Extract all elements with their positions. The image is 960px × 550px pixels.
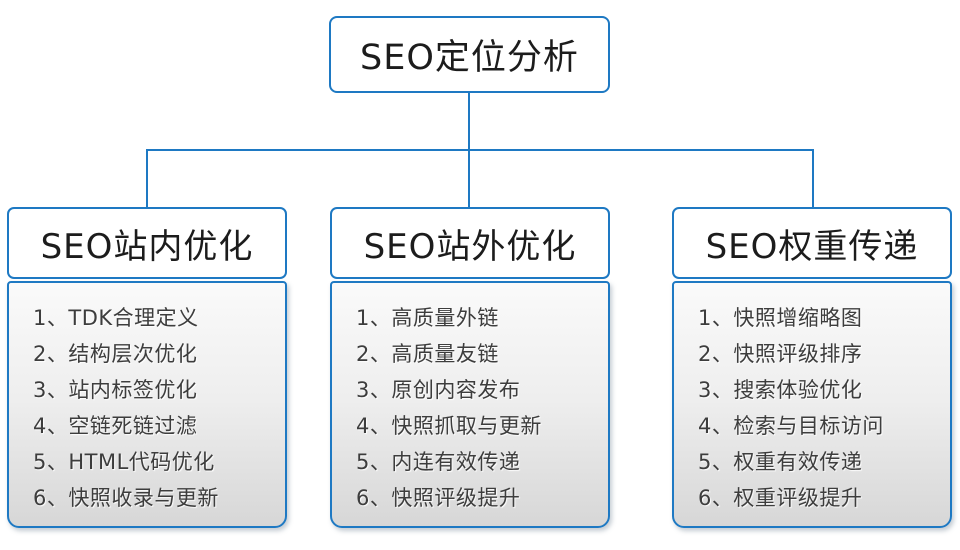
list-item: 4、空链死链过滤 bbox=[33, 414, 198, 438]
list-item: 6、快照评级提升 bbox=[356, 486, 521, 510]
list-item: 1、快照增缩略图 bbox=[698, 306, 863, 330]
list-item: 5、内连有效传递 bbox=[356, 450, 521, 474]
list-item: 1、高质量外链 bbox=[356, 306, 499, 330]
list-item: 2、结构层次优化 bbox=[33, 342, 198, 366]
connector-horizontal bbox=[146, 149, 814, 151]
branch-item-list: 1、高质量外链 2、高质量友链 3、原创内容发布 4、快照抓取与更新 5、内连有… bbox=[330, 281, 610, 528]
branch-header-label: SEO权重传递 bbox=[705, 226, 919, 267]
branch-header: SEO站外优化 bbox=[330, 207, 610, 279]
list-item: 3、搜索体验优化 bbox=[698, 378, 863, 402]
connector-left-drop bbox=[146, 149, 148, 208]
root-node-seo-positioning-analysis: SEO定位分析 bbox=[329, 16, 610, 93]
root-node-label: SEO定位分析 bbox=[360, 38, 579, 78]
branch-weight-transfer: SEO权重传递 1、快照增缩略图 2、快照评级排序 3、搜索体验优化 4、检索与… bbox=[672, 207, 952, 528]
branch-header: SEO站内优化 bbox=[7, 207, 287, 279]
list-item: 2、快照评级排序 bbox=[698, 342, 863, 366]
connector-right-drop bbox=[812, 149, 814, 208]
list-item: 3、原创内容发布 bbox=[356, 378, 521, 402]
list-item: 5、权重有效传递 bbox=[698, 450, 863, 474]
list-item: 4、快照抓取与更新 bbox=[356, 414, 542, 438]
list-item: 6、权重评级提升 bbox=[698, 486, 863, 510]
list-item: 1、TDK合理定义 bbox=[33, 306, 199, 330]
list-item: 2、高质量友链 bbox=[356, 342, 499, 366]
list-item: 3、站内标签优化 bbox=[33, 378, 198, 402]
branch-header-label: SEO站外优化 bbox=[363, 226, 577, 267]
branch-item-list: 1、快照增缩略图 2、快照评级排序 3、搜索体验优化 4、检索与目标访问 5、权… bbox=[672, 281, 952, 528]
list-item: 5、HTML代码优化 bbox=[33, 450, 215, 474]
branch-header: SEO权重传递 bbox=[672, 207, 952, 279]
branch-onsite-optimization: SEO站内优化 1、TDK合理定义 2、结构层次优化 3、站内标签优化 4、空链… bbox=[7, 207, 287, 528]
branch-header-label: SEO站内优化 bbox=[40, 226, 254, 267]
branch-offsite-optimization: SEO站外优化 1、高质量外链 2、高质量友链 3、原创内容发布 4、快照抓取与… bbox=[330, 207, 610, 528]
list-item: 6、快照收录与更新 bbox=[33, 486, 219, 510]
branch-item-list: 1、TDK合理定义 2、结构层次优化 3、站内标签优化 4、空链死链过滤 5、H… bbox=[7, 281, 287, 528]
list-item: 4、检索与目标访问 bbox=[698, 414, 884, 438]
